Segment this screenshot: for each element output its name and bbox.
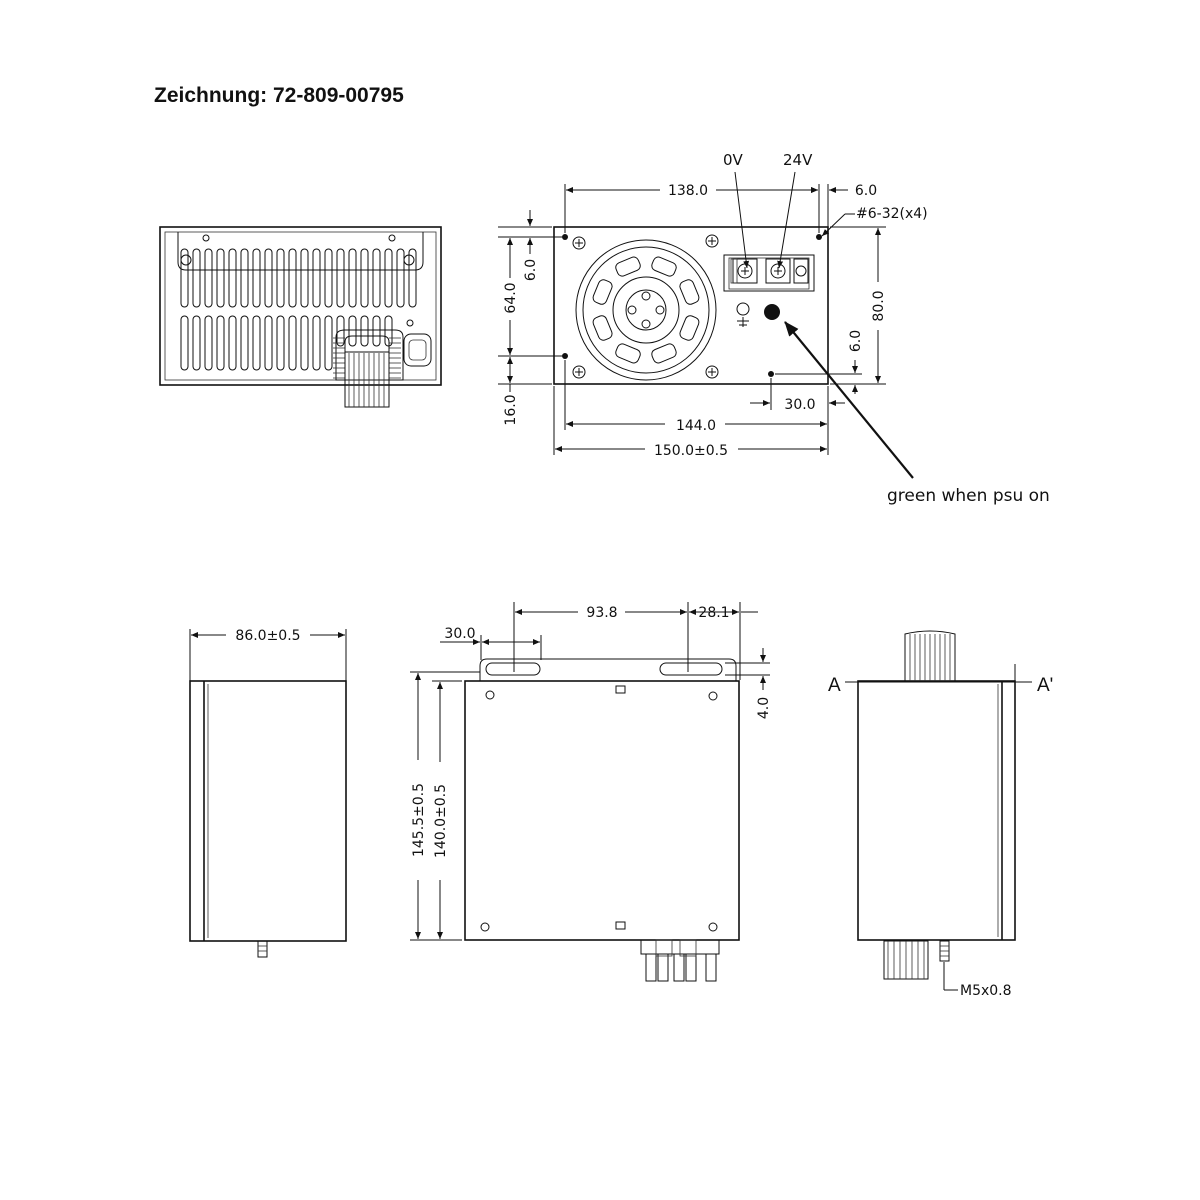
dim-height: 80.0 <box>871 290 887 321</box>
thread-callout: M5x0.8 <box>960 983 1012 999</box>
dim-top-span: 138.0 <box>668 183 708 199</box>
terminal-24v-label: 24V <box>783 151 813 169</box>
drawing-title: Zeichnung: 72-809-00795 <box>154 84 404 107</box>
dim-side-width: 86.0±0.5 <box>235 628 300 644</box>
front-view: 0V 24V 138.0 6.0 #6-32(x4) <box>498 151 1050 506</box>
dim-left-top-offset: 6.0 <box>523 259 539 281</box>
dim-right-offset: 6.0 <box>848 330 864 352</box>
dim-body-height: 140.0±0.5 <box>433 784 449 858</box>
dim-inner-width: 144.0 <box>676 418 716 434</box>
ground-symbol <box>736 302 750 327</box>
section-gland <box>883 940 929 980</box>
dim-right-offset: 28.1 <box>698 605 729 621</box>
rear-vent-slots-lower <box>180 315 393 371</box>
rear-view <box>159 226 442 408</box>
led-note: green when psu on <box>887 486 1050 506</box>
dim-left-bottom-offset: 16.0 <box>503 394 519 425</box>
terminal-block <box>723 254 815 292</box>
dim-slot-spacing: 93.8 <box>586 605 617 621</box>
section-label-a-prime: A' <box>1037 675 1053 696</box>
dim-flange-thickness: 4.0 <box>756 697 772 719</box>
side-view: 86.0±0.5 <box>189 628 347 958</box>
section-view: A A' M5x0.8 <box>828 630 1053 999</box>
status-led <box>764 304 780 320</box>
rear-cable-gland <box>333 329 404 408</box>
screw-callout: #6-32(x4) <box>856 206 928 222</box>
fan-guard <box>575 239 717 381</box>
bottom-view: 93.8 28.1 30.0 4.0 145.5±0.5 1 <box>410 602 772 982</box>
dim-left-offset: 30.0 <box>444 626 475 642</box>
bottom-terminal-block <box>640 939 720 982</box>
terminal-0v-label: 0V <box>723 151 744 169</box>
rear-connector <box>403 333 432 367</box>
dim-overall-height: 145.5±0.5 <box>411 783 427 857</box>
dim-top-right-offset: 6.0 <box>855 183 877 199</box>
dim-led-offset: 30.0 <box>784 397 815 413</box>
section-label-a: A <box>828 675 841 696</box>
section-cable <box>904 630 956 681</box>
dim-overall-width: 150.0±0.5 <box>654 443 728 459</box>
dim-left-span: 64.0 <box>503 282 519 313</box>
rear-vent-slots-upper <box>180 248 417 308</box>
